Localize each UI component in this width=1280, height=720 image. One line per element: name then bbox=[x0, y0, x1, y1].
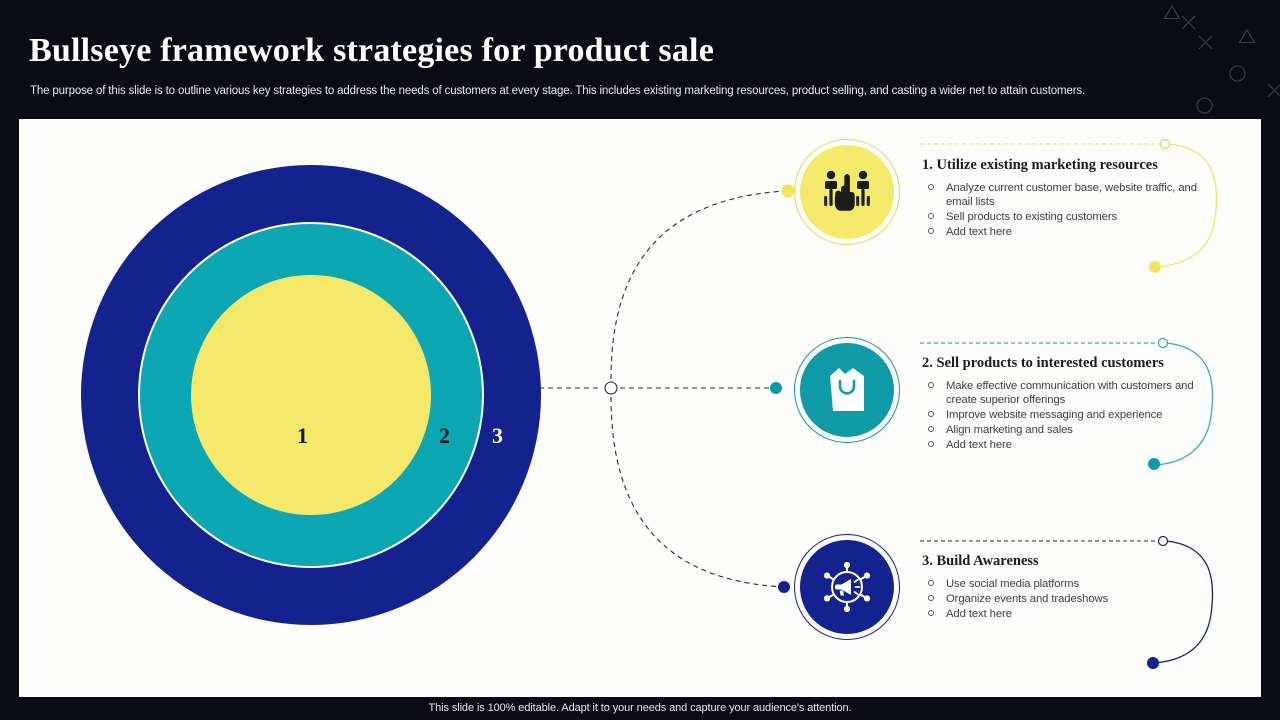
badge-outline bbox=[794, 139, 900, 245]
list-item: Add text here bbox=[922, 438, 1222, 452]
close-decor-icon bbox=[1197, 34, 1214, 51]
card-text-2: 2. Sell products to interested customers… bbox=[922, 355, 1222, 453]
page-title: Bullseye framework strategies for produc… bbox=[29, 32, 714, 69]
circle-decor-icon bbox=[1228, 64, 1247, 83]
bullet-icon bbox=[928, 228, 934, 234]
list-item-label: Add text here bbox=[946, 439, 1012, 451]
triangle-decor-icon bbox=[1163, 4, 1181, 20]
list-item-label: Organize events and tradeshows bbox=[946, 593, 1109, 605]
bullet-icon bbox=[928, 580, 934, 586]
megaphone-network-icon bbox=[820, 560, 874, 614]
bullseye-diagram: 1 2 3 bbox=[81, 165, 541, 625]
people-pointing-hand-icon bbox=[821, 169, 873, 215]
list-item-label: Make effective communication with custom… bbox=[946, 380, 1194, 406]
list-item: Organize events and tradeshows bbox=[922, 592, 1222, 606]
bullet-icon bbox=[928, 441, 934, 447]
slide-canvas: 1 2 3 bbox=[19, 119, 1261, 697]
bullseye-label-2: 2 bbox=[439, 423, 450, 448]
list-item: Sell products to existing customers bbox=[922, 210, 1222, 224]
list-item-label: Add text here bbox=[946, 608, 1012, 620]
shopping-bag-icon bbox=[823, 364, 871, 416]
list-item-label: Sell products to existing customers bbox=[946, 211, 1118, 223]
list-item-label: Align marketing and sales bbox=[946, 424, 1073, 436]
bullet-icon bbox=[928, 184, 934, 190]
list-item: Analyze current customer base, website t… bbox=[922, 181, 1222, 209]
bullet-icon bbox=[928, 595, 934, 601]
list-item-label: Add text here bbox=[946, 226, 1012, 238]
bullseye-label-1: 1 bbox=[297, 423, 308, 448]
badge-outline bbox=[794, 337, 900, 443]
card-icon-badge-1[interactable] bbox=[794, 139, 900, 245]
bullet-icon bbox=[928, 426, 934, 432]
badge-outline bbox=[794, 534, 900, 640]
card-heading-2: 2. Sell products to interested customers bbox=[922, 355, 1164, 371]
bullet-icon bbox=[928, 382, 934, 388]
bullseye-label-3: 3 bbox=[492, 423, 503, 448]
card-heading-1: 1. Utilize existing marketing resources bbox=[922, 157, 1158, 173]
close-decor-icon bbox=[1266, 82, 1280, 99]
close-decor-icon bbox=[1180, 14, 1197, 31]
card-bullets-1: Analyze current customer base, website t… bbox=[922, 181, 1222, 239]
list-item: Use social media platforms bbox=[922, 577, 1222, 591]
circle-decor-icon bbox=[1195, 96, 1214, 115]
card-text-3: 3. Build Awareness Use social media plat… bbox=[922, 553, 1222, 622]
card-heading-3: 3. Build Awareness bbox=[922, 553, 1039, 569]
footer-note: This slide is 100% editable. Adapt it to… bbox=[428, 702, 852, 714]
card-text-1: 1. Utilize existing marketing resources … bbox=[922, 157, 1222, 240]
connector-dot-2 bbox=[770, 382, 782, 394]
card-bullets-3: Use social media platforms Organize even… bbox=[922, 577, 1222, 621]
list-item: Improve website messaging and experience bbox=[922, 408, 1222, 422]
triangle-decor-icon bbox=[1238, 28, 1256, 44]
page-subtitle: The purpose of this slide is to outline … bbox=[30, 85, 1086, 97]
bullet-icon bbox=[928, 610, 934, 616]
bullseye-ring-inner bbox=[191, 275, 431, 515]
card-icon-badge-3[interactable] bbox=[794, 534, 900, 640]
card-icon-badge-2[interactable] bbox=[794, 337, 900, 443]
list-item: Add text here bbox=[922, 225, 1222, 239]
list-item: Align marketing and sales bbox=[922, 423, 1222, 437]
connector-dot-3 bbox=[778, 581, 790, 593]
list-item-label: Improve website messaging and experience bbox=[946, 409, 1163, 421]
connector-dot-1 bbox=[781, 184, 795, 198]
list-item-label: Analyze current customer base, website t… bbox=[946, 182, 1197, 208]
list-item: Make effective communication with custom… bbox=[922, 379, 1222, 407]
bullet-icon bbox=[928, 411, 934, 417]
card-bullets-2: Make effective communication with custom… bbox=[922, 379, 1222, 452]
list-item: Add text here bbox=[922, 607, 1222, 621]
bullet-icon bbox=[928, 213, 934, 219]
list-item-label: Use social media platforms bbox=[946, 578, 1080, 590]
